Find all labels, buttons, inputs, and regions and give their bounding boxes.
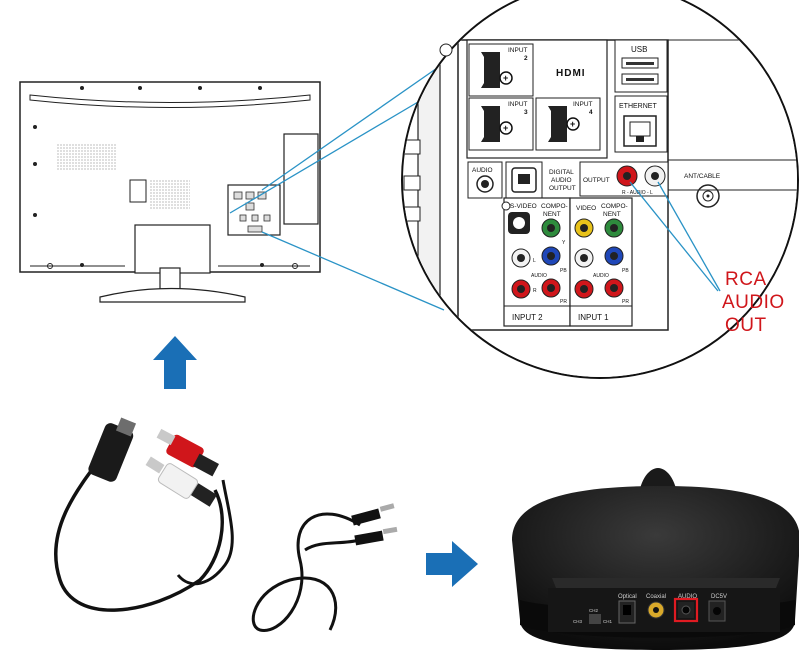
svg-text:AUDIO: AUDIO: [551, 177, 572, 184]
callout-line-2: AUDIO: [722, 292, 785, 313]
svg-text:COMPO-: COMPO-: [541, 203, 568, 210]
rca-audio-out-callout: RCA AUDIO OUT: [722, 269, 785, 336]
svg-text:ANT/CABLE: ANT/CABLE: [684, 173, 721, 180]
audio-headphone-jack: AUDIO: [467, 161, 503, 199]
rca-callout-lines: [629, 181, 721, 292]
audio-input-highlight: [673, 597, 699, 623]
hdmi-input-number: 2: [524, 55, 528, 62]
hdmi-input-label: INPUT: [508, 47, 528, 54]
svg-text:AUDIO: AUDIO: [472, 167, 493, 174]
hdmi-port-input-4: + INPUT 4: [535, 97, 601, 151]
svg-text:+: +: [570, 119, 575, 129]
svg-text:+: +: [503, 73, 508, 83]
digital-audio-optical-port: DIGITAL AUDIO OUTPUT: [505, 161, 576, 199]
svg-text:OUTPUT: OUTPUT: [549, 185, 576, 192]
svg-text:S-VIDEO: S-VIDEO: [510, 203, 537, 210]
dc5v-label: DC5V: [711, 594, 727, 600]
svg-text:COMPO-: COMPO-: [601, 203, 628, 210]
svg-text:CH2: CH2: [589, 608, 598, 613]
svg-text:PR: PR: [560, 299, 567, 305]
optical-label: Optical: [618, 594, 637, 600]
svg-text:PR: PR: [622, 299, 629, 305]
rca-to-3-5mm-adapter-cable: [53, 417, 234, 612]
svg-text:AUDIO: AUDIO: [531, 273, 547, 279]
input-1-block: VIDEO COMPO- NENT PB PR AUDIO INPUT 1: [569, 197, 633, 327]
svg-text:CH1: CH1: [603, 619, 612, 624]
hdmi-input-label: INPUT: [508, 101, 528, 108]
svg-text:NENT: NENT: [603, 211, 621, 218]
svg-text:CH3: CH3: [573, 619, 582, 624]
svg-text:NENT: NENT: [543, 211, 561, 218]
input-2-block: S-VIDEO COMPO- NENT Y PB PR L R AUDIO IN…: [501, 197, 571, 327]
svg-text:Y: Y: [562, 240, 566, 246]
svg-text:R: R: [533, 288, 537, 294]
svg-text:OUTPUT: OUTPUT: [583, 177, 610, 184]
ethernet-port: ETHERNET: [614, 95, 668, 153]
callout-line-1: RCA: [725, 269, 767, 290]
input-1-label: INPUT 1: [578, 313, 609, 322]
hdmi-port-input-2: + INPUT 2: [468, 43, 534, 97]
rca-audio-output-ports: OUTPUT R - AUDIO - L: [579, 161, 669, 197]
callout-line-3: OUT: [725, 315, 767, 336]
channel-switch: [589, 614, 601, 624]
svg-text:DIGITAL: DIGITAL: [549, 169, 574, 176]
audio-transmitter-device: Optical Coaxial AUDIO DC5V CH2 CH3 CH1: [512, 468, 799, 650]
svg-text:L: L: [533, 258, 536, 264]
svg-text:+: +: [503, 123, 508, 133]
svg-text:USB: USB: [631, 45, 647, 54]
hdmi-input-number: 3: [524, 109, 528, 116]
up-arrow-icon: [153, 336, 197, 389]
hdmi-input-number: 4: [589, 109, 593, 116]
hdmi-input-label: INPUT: [573, 101, 593, 108]
svg-text:R - AUDIO - L: R - AUDIO - L: [622, 190, 653, 196]
tv-back-illustration: [19, 81, 321, 303]
hdmi-port-input-3: + INPUT 3: [468, 97, 534, 151]
svg-text:AUDIO: AUDIO: [593, 273, 609, 279]
hdmi-logo: HDMI: [556, 68, 586, 79]
3-5mm-audio-cable: [251, 503, 398, 632]
right-arrow-icon: [426, 541, 478, 587]
coaxial-label: Coaxial: [646, 594, 666, 600]
svg-text:VIDEO: VIDEO: [576, 205, 596, 212]
input-2-label: INPUT 2: [512, 313, 543, 322]
svg-text:ETHERNET: ETHERNET: [619, 103, 657, 110]
usb-ports: USB: [614, 39, 668, 93]
svg-text:PB: PB: [622, 268, 629, 274]
zoom-connector-lines: [229, 65, 445, 311]
audio-label: AUDIO: [678, 594, 697, 600]
svg-text:PB: PB: [560, 268, 567, 274]
